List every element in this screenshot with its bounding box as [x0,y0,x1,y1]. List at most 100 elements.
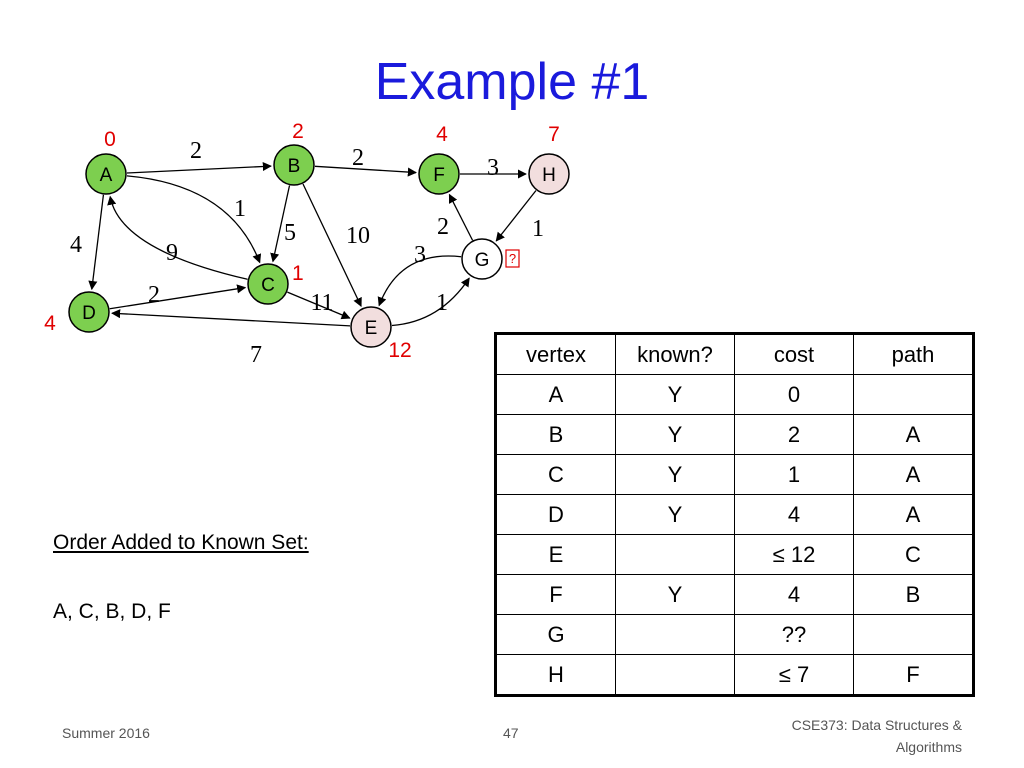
cell-known: Y [615,414,735,455]
node-label-d: D [82,303,96,324]
edge-b-e [302,183,362,308]
edge-a-b [126,161,272,174]
edge-weight-g-e: 3 [414,242,426,268]
edge-a-c [126,175,262,264]
edge-weight-f-h: 3 [487,155,499,181]
node-label-g: G [475,250,490,271]
cell-known: Y [615,574,735,615]
order-list: A, C, B, D, F [53,600,171,623]
cell-cost: 4 [734,494,854,535]
edge-g-e [377,255,462,307]
table-row: D Y 4 A [495,494,974,535]
header-known: known? [615,333,735,375]
cell-known [615,614,735,655]
cell-vertex: G [495,614,616,655]
edge-weight-a-b: 2 [190,138,202,164]
edge-b-c [270,185,291,263]
node-cost-h: 7 [548,123,560,146]
cell-vertex: F [495,574,616,615]
edge-c-a [107,195,248,280]
node-cost-a: 0 [104,128,116,151]
cell-vertex: H [495,654,616,696]
unknown-cost-marker: ? [509,251,516,266]
footer-course-line2: Algorithms [895,739,962,755]
edge-weight-b-c: 5 [284,220,296,246]
node-label-a: A [100,165,113,186]
edge-g-f [448,193,474,241]
node-c [247,263,289,305]
cell-cost: 1 [734,454,854,495]
cell-vertex: A [495,374,616,415]
edge-weight-b-f: 2 [352,145,364,171]
edge-c-e [287,291,351,320]
cell-vertex: D [495,494,616,535]
edge-e-g [391,277,470,327]
cell-path: F [853,654,974,696]
cell-vertex: E [495,534,616,575]
cell-path: B [853,574,974,615]
cell-known: Y [615,374,735,415]
cell-known [615,534,735,575]
cell-cost: ?? [734,614,854,655]
table-row: A Y 0 [495,374,974,415]
slide-title: Example #1 [374,53,650,111]
header-vertex: vertex [495,333,616,375]
table-row: F Y 4 B [495,574,974,615]
cell-cost: 4 [734,574,854,615]
cell-path [853,374,974,415]
edge-e-d [111,309,351,327]
edge-h-g [495,190,537,242]
header-cost: cost [734,333,854,375]
edge-a-d [88,194,105,291]
order-heading: Order Added to Known Set: [53,531,309,554]
edge-weight-h-g: 1 [532,216,544,242]
node-cost-d: 4 [44,312,56,335]
cell-path: A [853,454,974,495]
cell-cost: 0 [734,374,854,415]
node-label-h: H [542,165,556,186]
footer-course-line1: CSE373: Data Structures & [791,717,962,733]
edge-weight-c-e: 11 [310,290,333,316]
edge-weight-c-a: 9 [166,240,178,266]
table-row: G ?? [495,614,974,655]
cell-known [615,654,735,696]
node-cost-c: 1 [292,262,304,285]
table-row: H ≤ 7 F [495,654,974,696]
node-a [85,153,127,195]
footer-course: CSE373: Data Structures & Algorithms [792,714,962,758]
edge-weight-g-f: 2 [437,214,449,240]
cell-vertex: B [495,414,616,455]
table-header-row: vertex known? cost path [495,333,974,375]
cell-path [853,614,974,655]
edge-weight-a-d: 4 [70,232,82,258]
node-b [273,144,315,186]
cell-path: C [853,534,974,575]
cell-cost: 2 [734,414,854,455]
cell-cost: ≤ 12 [734,534,854,575]
cell-path: A [853,414,974,455]
cell-cost: ≤ 7 [734,654,854,696]
cell-vertex: C [495,454,616,495]
node-g [461,238,503,280]
edge-weight-e-g: 1 [436,290,448,316]
node-h [528,153,570,195]
node-label-e: E [365,318,378,339]
cell-known: Y [615,494,735,535]
cell-path: A [853,494,974,535]
edge-b-f [314,165,417,177]
node-d [68,291,110,333]
node-cost-b: 2 [292,120,304,143]
edge-weight-a-c: 1 [234,196,246,222]
node-cost-e: 12 [388,339,411,362]
node-label-b: B [288,156,301,177]
node-label-c: C [261,275,275,296]
node-e [350,306,392,348]
footer-page-number: 47 [503,725,519,741]
edge-d-c [109,284,247,310]
footer-date: Summer 2016 [62,725,150,741]
table-row: B Y 2 A [495,414,974,455]
header-path: path [853,333,974,375]
node-f [418,153,460,195]
node-cost-f: 4 [436,123,448,146]
